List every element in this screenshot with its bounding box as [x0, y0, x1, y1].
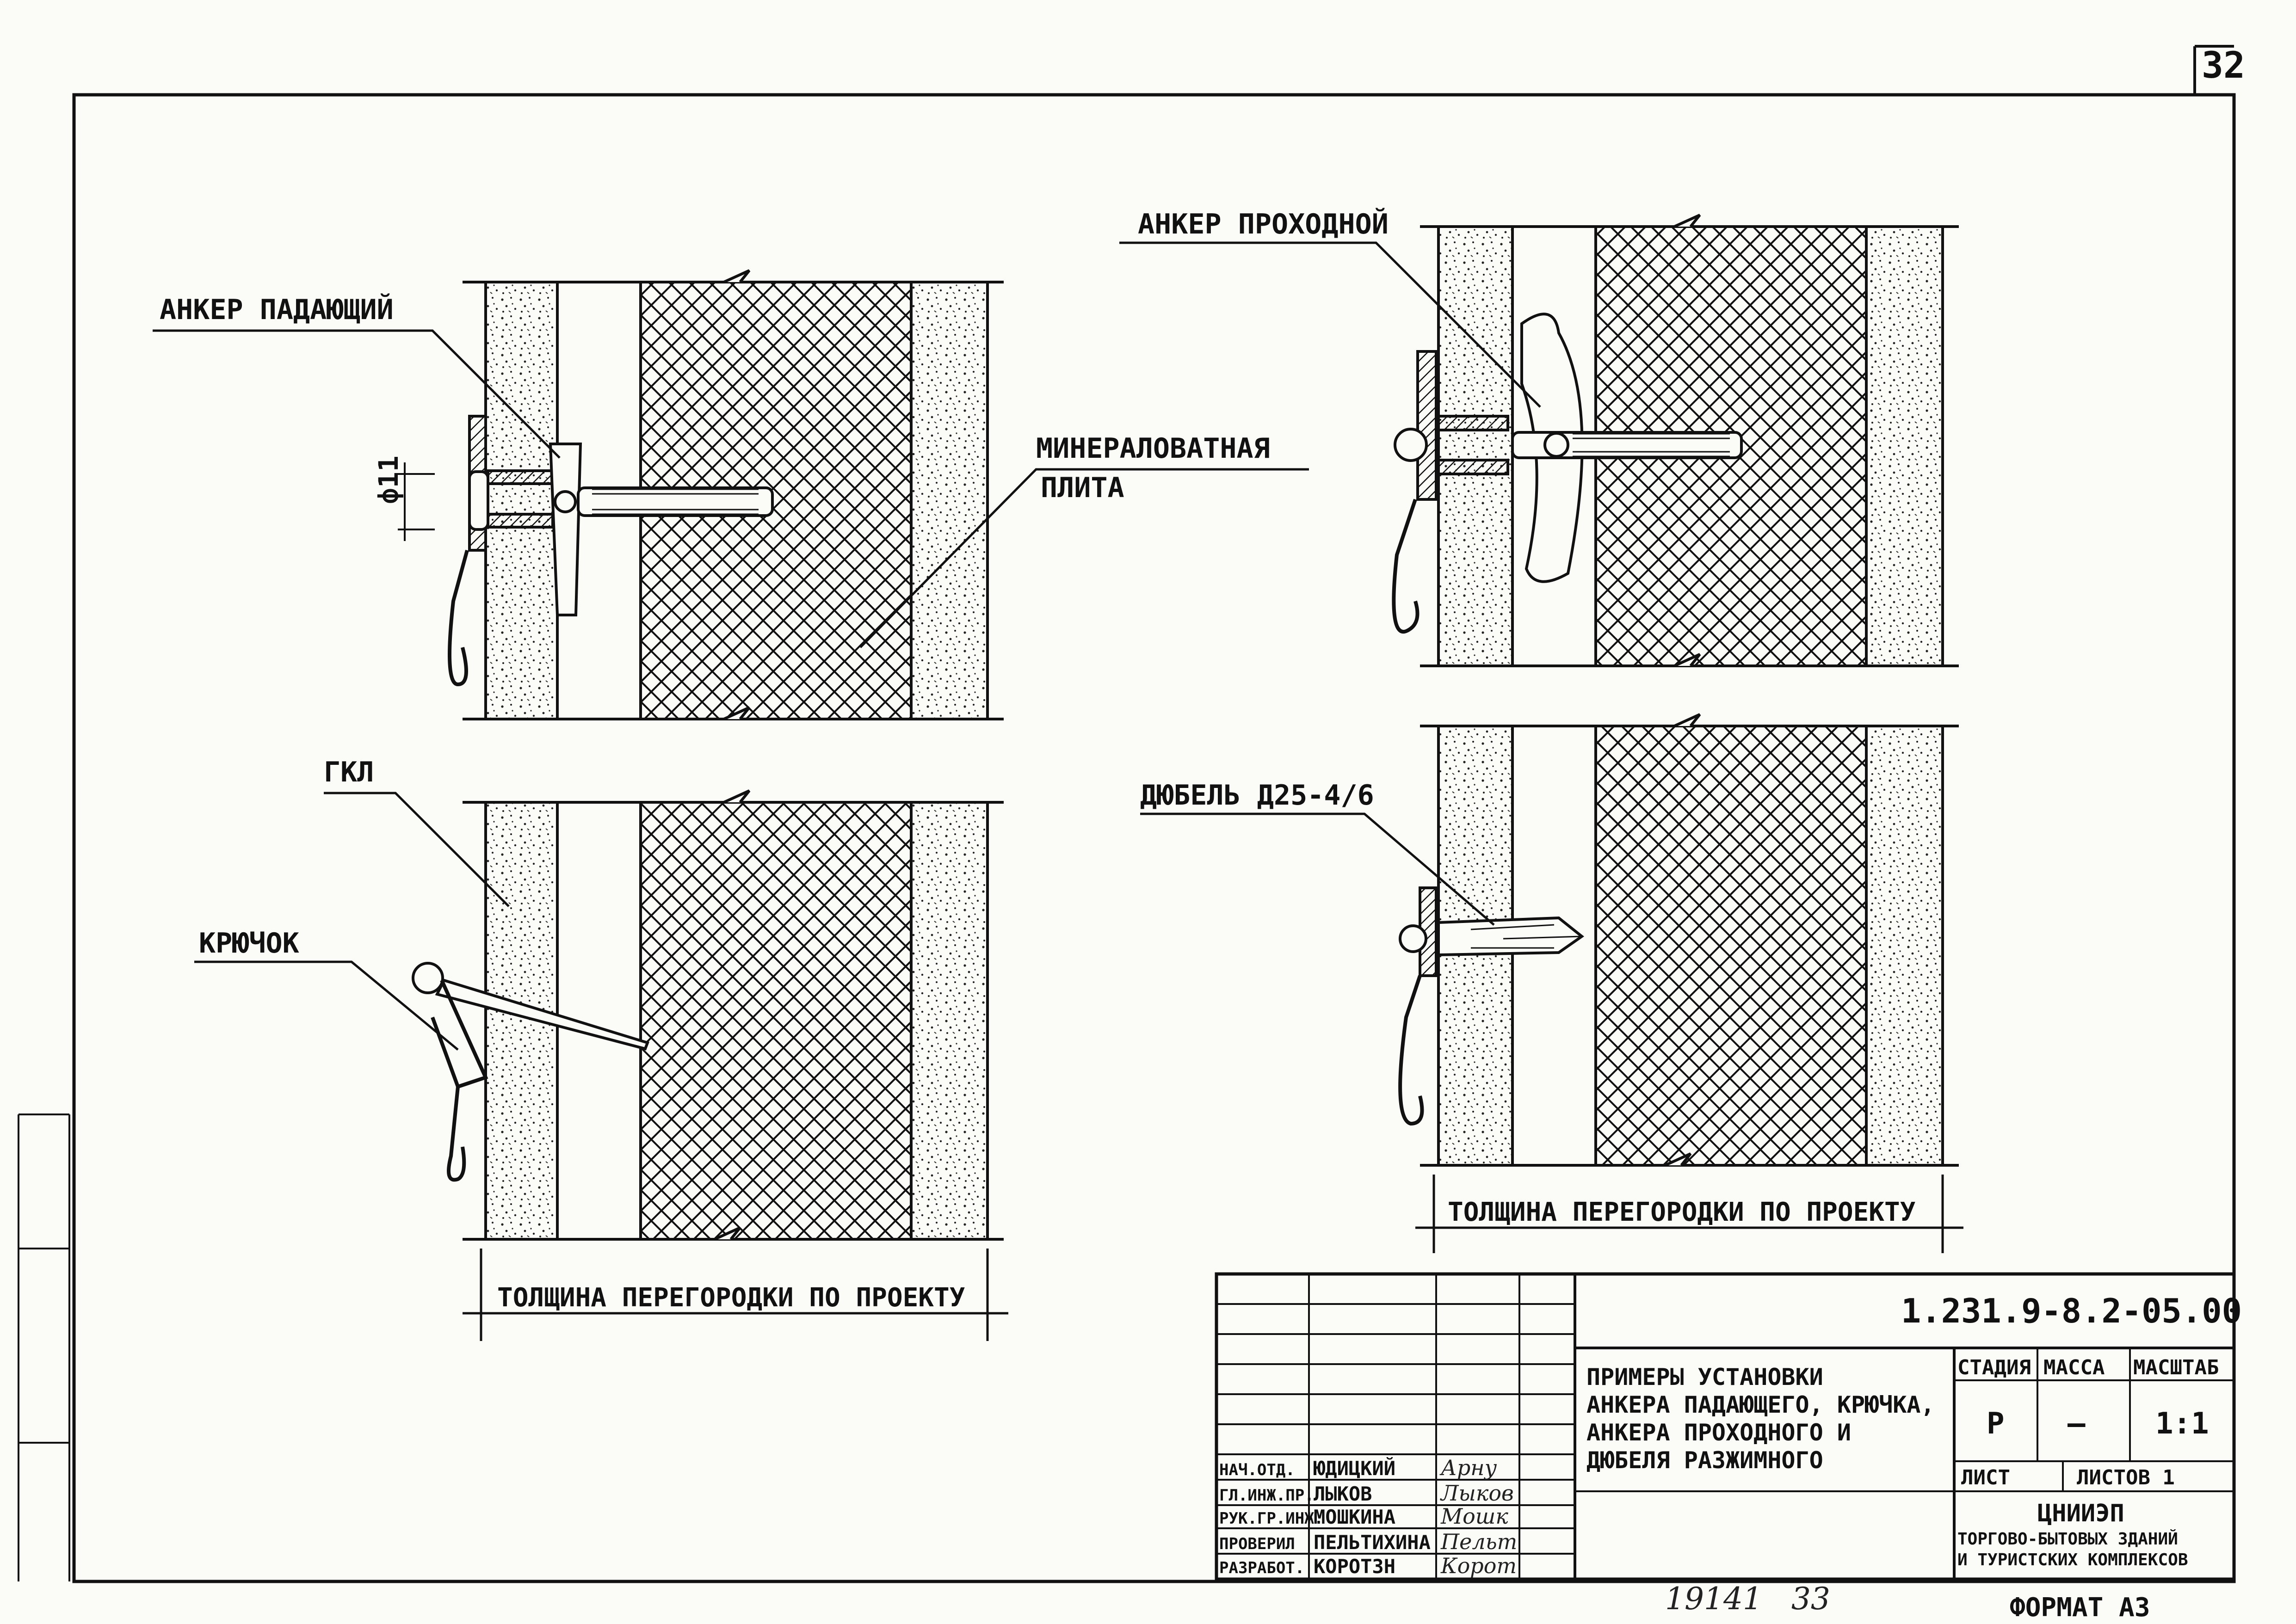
dowel-part	[1398, 886, 1585, 1126]
staff-sign-1: Арну	[1439, 1455, 1497, 1480]
title-line-1: ПРИМЕРЫ УСТАНОВКИ	[1586, 1364, 1823, 1390]
title-line-2: АНКЕРА ПАДАЮЩЕГО, КРЮЧКА,	[1586, 1391, 1935, 1418]
sheet-frame	[18, 45, 2236, 1583]
leader-anchor-through	[1119, 241, 1541, 408]
stage-header: СТАДИЯ	[1957, 1356, 2031, 1379]
staff-name-5: КОРОТЗН	[1314, 1555, 1395, 1578]
stage-value: Р	[1987, 1407, 2005, 1441]
break-mark	[723, 269, 751, 720]
label-mineral-wool-2: ПЛИТА	[1041, 472, 1124, 504]
label-dowel: ДЮБЕЛЬ Д25-4/6	[1140, 779, 1374, 812]
panel-hook: ГКЛ КРЮЧОК ТОЛЩИНА ПЕРЕГОРОДКИ ПО ПРОЕКТ…	[194, 756, 1008, 1341]
staff-role-2: ГЛ.ИНЖ.ПР.	[1219, 1486, 1314, 1505]
staff-sign-4: Пельт	[1440, 1529, 1517, 1554]
sheets-label: ЛИСТОВ 1	[2077, 1466, 2175, 1489]
leader-hook	[194, 960, 459, 1051]
through-anchor-part	[1392, 313, 1743, 634]
title-line-3: АНКЕРА ПРОХОДНОГО И	[1586, 1419, 1851, 1446]
scale-value: 1:1	[2155, 1407, 2209, 1441]
staff-name-2: ЛЫКОВ	[1314, 1483, 1372, 1505]
staff-role-3: РУК.ГР.ИНЖ.	[1219, 1509, 1323, 1528]
org-name-3: И ТУРИСТСКИХ КОМПЛЕКСОВ	[1957, 1550, 2188, 1569]
hook-part	[412, 962, 649, 1182]
label-anchor-through: АНКЕР ПРОХОДНОЙ	[1138, 207, 1389, 240]
panel-dowel: ДЮБЕЛЬ Д25-4/6 ТОЛЩИНА ПЕРЕГОРОДКИ ПО ПР…	[1140, 713, 1963, 1253]
sheet-number: 32	[2202, 45, 2245, 86]
staff-name-4: ПЕЛЬТИХИНА	[1314, 1531, 1431, 1554]
label-mineral-wool: МИНЕРАЛОВАТНАЯ	[1036, 432, 1270, 465]
diameter-label: ф11	[373, 455, 404, 504]
label-gkl: ГКЛ	[324, 756, 374, 788]
title-text: ПРИМЕРЫ УСТАНОВКИ АНКЕРА ПАДАЮЩЕГО, КРЮЧ…	[1586, 1364, 1935, 1474]
panel-through-anchor: АНКЕР ПРОХОДНОЙ	[1119, 207, 1959, 667]
label-thickness-left: ТОЛЩИНА ПЕРЕГОРОДКИ ПО ПРОЕКТУ	[497, 1283, 965, 1313]
label-anchor-falling: АНКЕР ПАДАЮЩИЙ	[160, 293, 394, 326]
scale-header: МАСШТАБ	[2133, 1356, 2219, 1379]
staff-name-3: МОШКИНА	[1314, 1506, 1395, 1528]
staff-sign-5: Корот	[1440, 1553, 1517, 1578]
org-name-2: ТОРГОВО-БЫТОВЫХ ЗДАНИЙ	[1957, 1529, 2178, 1549]
sheet-label: ЛИСТ	[1961, 1466, 2010, 1489]
gkl-layer-right	[910, 281, 989, 720]
org-name-1: ЦНИИЭП	[2037, 1500, 2124, 1527]
bottom-numbers: 19141 33	[1665, 1581, 1830, 1617]
staff-sign-2: Лыков	[1440, 1481, 1514, 1506]
staff-sign-3: Мошк	[1440, 1504, 1508, 1529]
label-hook: КРЮЧОК	[199, 927, 299, 960]
panel-falling-anchor: ф11 АНКЕР ПАДАЮЩИЙ	[153, 269, 1004, 720]
leader-gkl	[324, 792, 510, 907]
format-label: ФОРМАТ А3	[2010, 1593, 2150, 1623]
doc-code: 1.231.9-8.2-05.00	[1901, 1292, 2242, 1330]
mineral-wool-callout: МИНЕРАЛОВАТНАЯ ПЛИТА	[859, 432, 1309, 648]
title-line-4: ДЮБЕЛЯ РАЗЖИМНОГО	[1586, 1447, 1823, 1474]
staff-role-4: ПРОВЕРИЛ	[1219, 1535, 1295, 1553]
mass-value: —	[2068, 1407, 2086, 1441]
leader-anchor-falling	[153, 329, 561, 459]
title-block	[1215, 1272, 2236, 1581]
staff-role-1: НАЧ.ОТД.	[1219, 1461, 1295, 1479]
dimension-right	[1415, 1175, 1963, 1253]
leader-dowel	[1140, 812, 1495, 926]
gkl-layer-left	[484, 281, 559, 720]
dimension-left	[463, 1249, 1008, 1341]
staff-role-5: РАЗРАБОТ.	[1219, 1559, 1304, 1577]
falling-anchor-part	[398, 415, 774, 687]
label-thickness-right: ТОЛЩИНА ПЕРЕГОРОДКИ ПО ПРОЕКТУ	[1448, 1197, 1915, 1227]
mass-header: МАССА	[2043, 1356, 2105, 1379]
staff-rows: НАЧ.ОТД. ЮДИЦКИЙ Арну ГЛ.ИНЖ.ПР. ЛЫКОВ Л…	[1219, 1455, 1517, 1578]
staff-name-1: ЮДИЦКИЙ	[1314, 1457, 1395, 1480]
